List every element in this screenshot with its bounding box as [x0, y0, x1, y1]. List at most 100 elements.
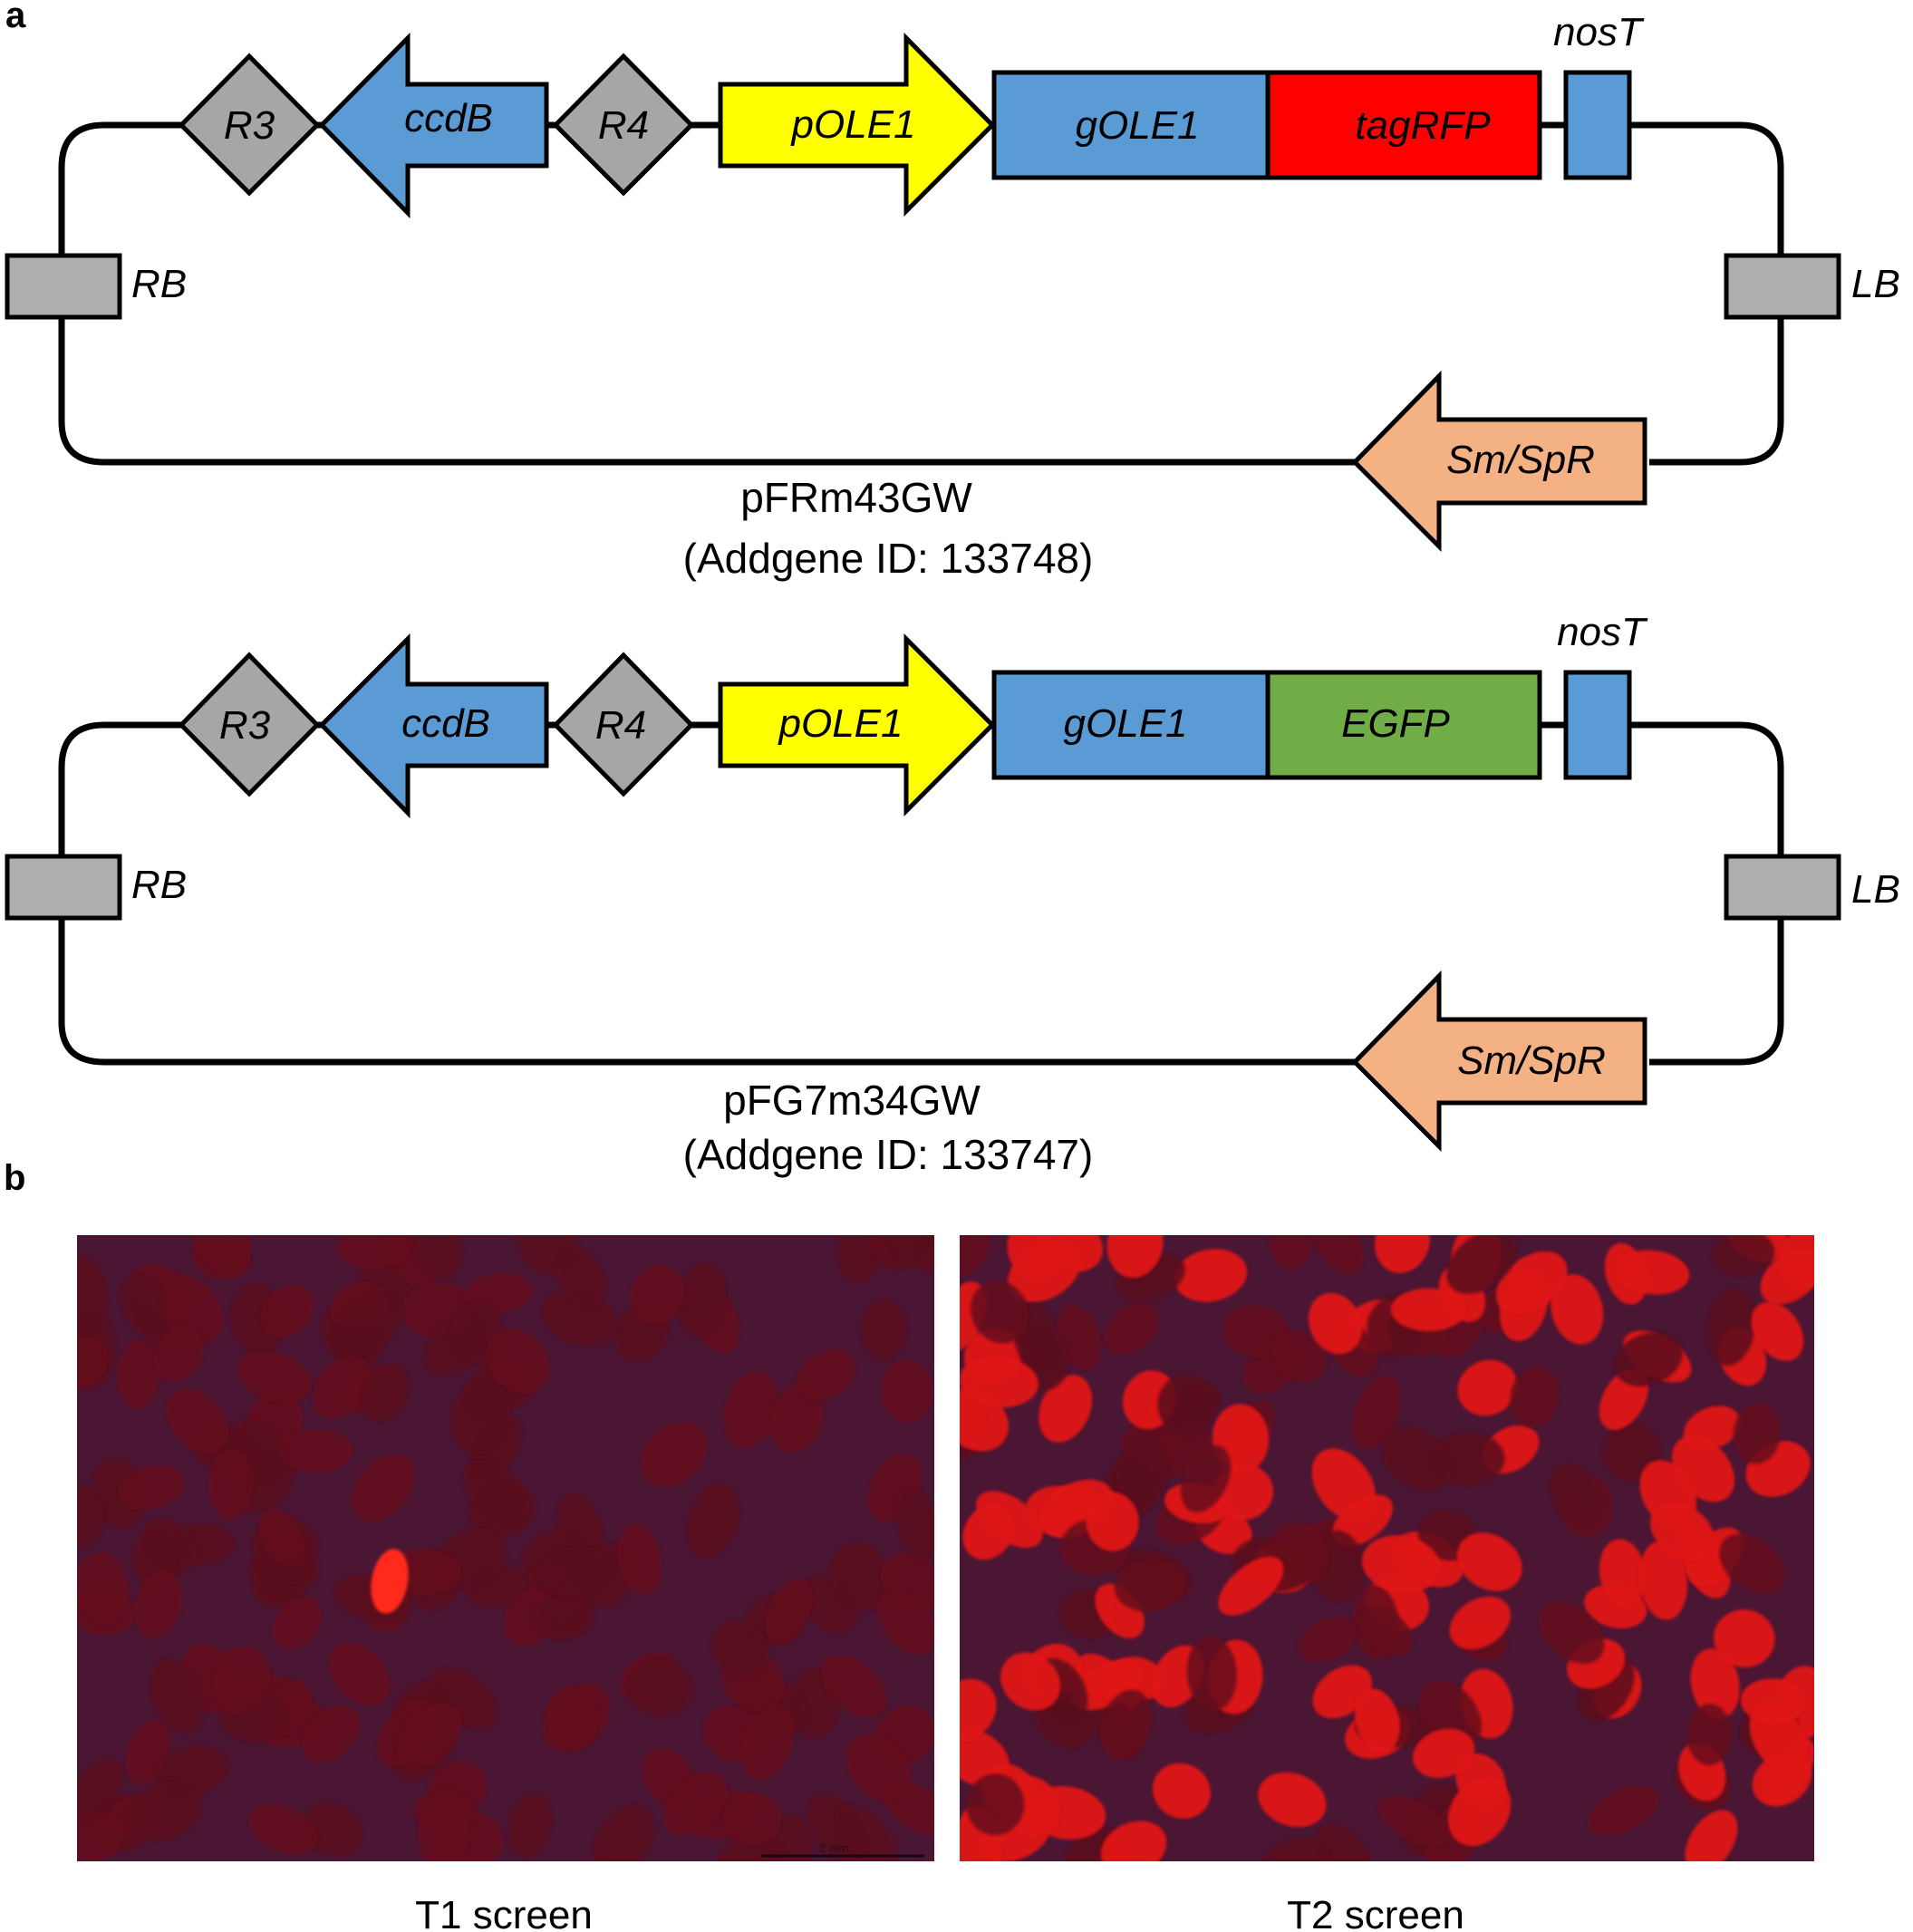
seed [769, 1815, 813, 1861]
fluorescent-seed [1039, 1375, 1093, 1443]
fluorescent-seed [1413, 1728, 1475, 1779]
r4-site [552, 652, 695, 797]
lb-label: LB [1851, 867, 1900, 912]
seed [333, 1294, 403, 1357]
seed [676, 1262, 727, 1337]
seed [887, 1235, 934, 1274]
fluorescent-seed [1086, 1492, 1139, 1551]
seed-field [960, 1235, 1814, 1861]
seed [117, 1465, 185, 1511]
construct-name: pFRm43GW [740, 474, 972, 521]
seed [409, 1235, 463, 1280]
seed [77, 1255, 108, 1335]
pole1-promoter [718, 633, 996, 817]
seed-field [77, 1235, 934, 1861]
fluorescent-seed [1714, 1609, 1775, 1668]
fluorescent-seed [1106, 1235, 1164, 1279]
pole1-label: pOLE1 [790, 102, 916, 147]
gole1-gene [991, 70, 1271, 180]
seed [1270, 1235, 1314, 1270]
pole1-label: pOLE1 [778, 701, 903, 746]
nost-terminator [1563, 670, 1632, 780]
fluorescent-seed [1033, 1235, 1104, 1272]
fluorescent-seed [1638, 1541, 1688, 1620]
seed [77, 1758, 123, 1822]
t2-screen-image [960, 1235, 1814, 1861]
fluorescent-seed [1258, 1772, 1327, 1828]
seed [1116, 1435, 1170, 1512]
seed [830, 1541, 893, 1611]
rb-border [5, 253, 122, 320]
nost-label: nosT [1553, 10, 1645, 54]
seed [835, 1804, 896, 1861]
seed [1686, 1704, 1733, 1765]
seed [1538, 1601, 1605, 1664]
seed [212, 1646, 271, 1714]
seed [960, 1235, 990, 1278]
r3-label: R3 [224, 103, 275, 148]
seed [312, 1356, 372, 1419]
seed [260, 1285, 314, 1338]
seed [119, 1275, 166, 1333]
seed [1358, 1607, 1413, 1657]
fluorescent-seed [1374, 1235, 1430, 1273]
seed [336, 1235, 414, 1270]
t1-screen-image: 2 mm [77, 1235, 934, 1861]
construct-pfg7m34gw: RB LB R3 ccdB R4 pOLE1 gOLE1 EGFP nosT S… [5, 610, 1900, 1178]
seed [845, 1734, 912, 1802]
fluorescent-seed [1685, 1810, 1738, 1861]
seed [128, 1782, 202, 1841]
rb-label: RB [131, 262, 187, 306]
seed [836, 1235, 884, 1283]
seed [1315, 1823, 1373, 1861]
fluorescent-seed [962, 1504, 1015, 1560]
seed [765, 1578, 814, 1645]
seed [971, 1280, 1029, 1344]
fluorescent-seed [1457, 1359, 1518, 1416]
seed [248, 1803, 318, 1855]
seed [153, 1326, 204, 1382]
seed [877, 1589, 934, 1656]
seed [546, 1686, 598, 1749]
nost-terminator [1563, 70, 1632, 180]
r3-site [178, 53, 321, 197]
seed [1181, 1444, 1232, 1512]
seed [740, 1704, 795, 1781]
r3-site [178, 652, 321, 797]
seed [1719, 1533, 1785, 1594]
seed [556, 1248, 607, 1308]
seed [1510, 1366, 1560, 1428]
fluorescent-seed [1174, 1249, 1248, 1302]
seed [797, 1349, 856, 1401]
seed [718, 1834, 787, 1861]
fluorescent-seed [1354, 1688, 1400, 1753]
seed [462, 1460, 530, 1524]
fluorescent-seed [1100, 1821, 1167, 1861]
seed [189, 1235, 251, 1275]
seed [351, 1454, 415, 1522]
panel-a-label: a [5, 0, 26, 35]
pole1-promoter [718, 32, 996, 217]
seed [302, 1705, 360, 1763]
fluorescent-seed [1000, 1652, 1061, 1711]
ccdb-label: ccdB [404, 96, 493, 140]
ccdb-label: ccdB [401, 701, 490, 746]
seed [486, 1328, 550, 1394]
addgene-id: (Addgene ID: 133748) [683, 535, 1094, 582]
seed [1733, 1403, 1781, 1464]
r4-site [552, 53, 695, 197]
seed [77, 1484, 104, 1550]
seed [1186, 1636, 1237, 1712]
fluorescent-seed [1740, 1678, 1806, 1724]
lb-border [1724, 253, 1841, 320]
egfp-gene [1265, 670, 1542, 780]
seed [536, 1546, 614, 1597]
seed [861, 1298, 907, 1361]
fluorescent-seed [1361, 1535, 1441, 1593]
smspr-marker [1351, 370, 1647, 553]
seed [626, 1658, 693, 1716]
seed [723, 1371, 778, 1448]
seed [1706, 1288, 1756, 1367]
seed [272, 1596, 322, 1650]
seed [450, 1381, 510, 1455]
